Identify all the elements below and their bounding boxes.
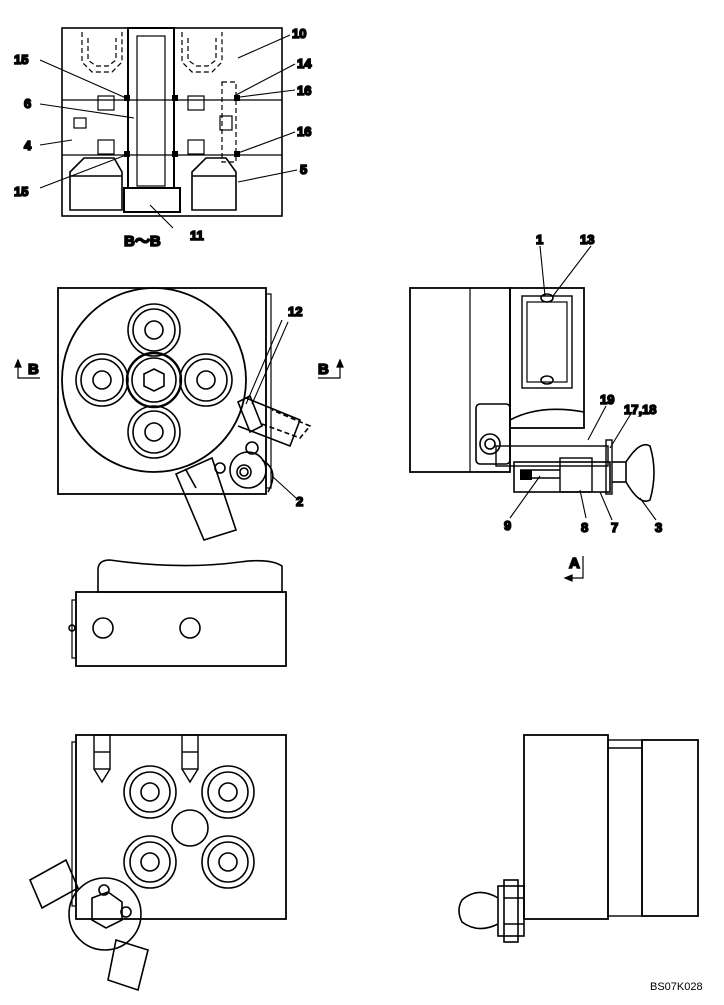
label-16-top: 16: [297, 83, 311, 98]
section-caption: B～B: [124, 233, 161, 250]
label-6: 6: [24, 96, 31, 111]
label-14: 14: [297, 56, 312, 71]
label-9: 9: [504, 518, 511, 533]
plan-view: [68, 559, 287, 667]
label-13: 13: [580, 232, 594, 247]
label-19: 19: [600, 392, 614, 407]
label-2: 2: [296, 494, 303, 509]
view-marker-a: A: [569, 555, 580, 572]
drawing-code: BS07K028: [650, 981, 703, 993]
label-8: 8: [581, 520, 588, 535]
label-10: 10: [292, 26, 306, 41]
label-3: 3: [655, 520, 662, 535]
section-view-b-b: 15 6 4 15 10 14 16 16 5 11 B～B: [13, 25, 313, 251]
label-12: 12: [288, 304, 302, 319]
label-15-top: 15: [14, 52, 28, 67]
label-1: 1: [536, 232, 543, 247]
label-11: 11: [190, 228, 204, 243]
label-15-bottom: 15: [14, 184, 28, 199]
view-a: [458, 734, 699, 943]
front-view: 12 2 B B: [14, 287, 344, 541]
label-4: 4: [24, 138, 32, 153]
section-marker-left: B: [28, 361, 39, 378]
label-17-18: 17,18: [624, 402, 657, 417]
label-5: 5: [300, 162, 307, 177]
label-16-bottom: 16: [297, 124, 311, 139]
side-view: 1 13 19 17,18 9 8 7 3 A: [409, 231, 663, 582]
label-7: 7: [611, 520, 618, 535]
bottom-view: [28, 734, 287, 992]
section-marker-right: B: [318, 361, 329, 378]
